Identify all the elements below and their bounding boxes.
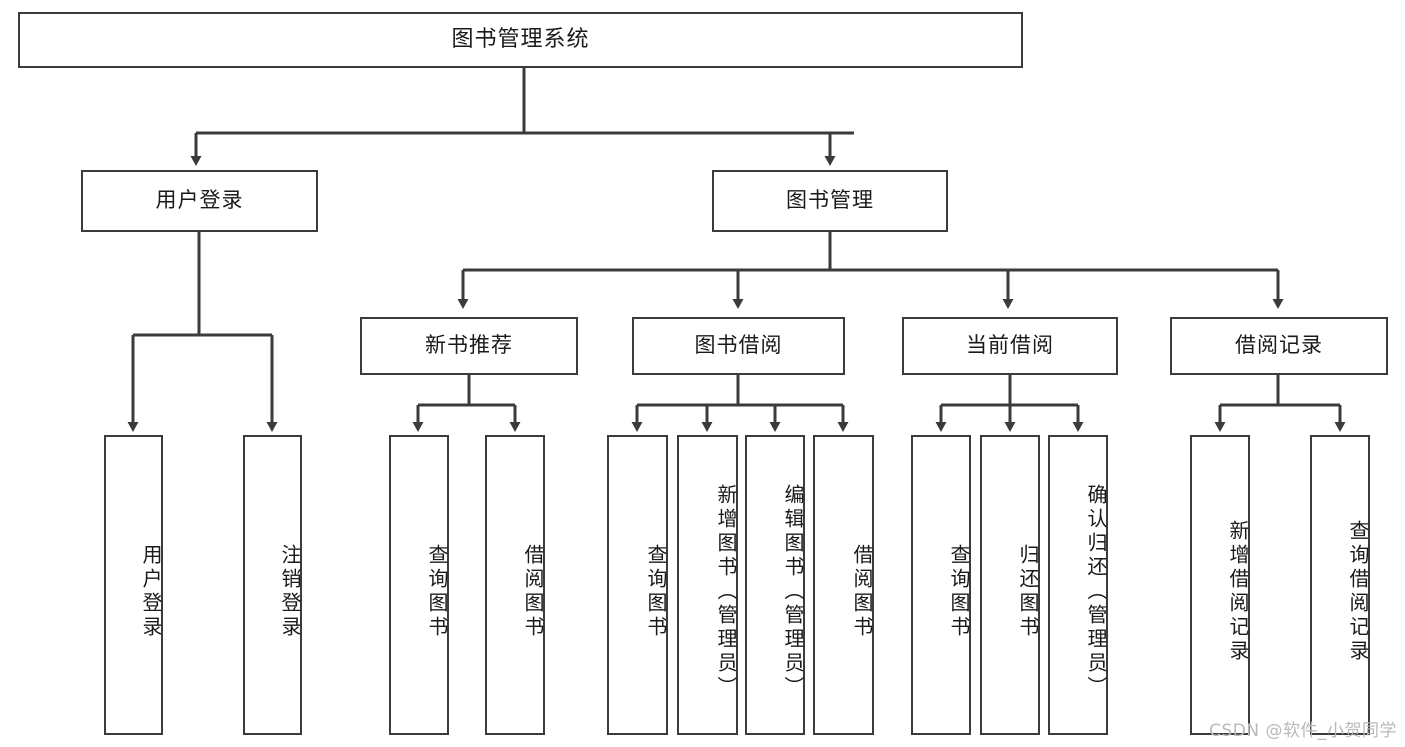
leaf-borrow-add-book[interactable]: 新增图书（管理员）	[677, 435, 738, 735]
leaf-record-add-record[interactable]: 新增借阅记录	[1190, 435, 1250, 735]
node-book-borrow-label: 图书借阅	[694, 333, 783, 358]
leaf-record-query-record[interactable]: 查询借阅记录	[1310, 435, 1370, 735]
leaf-recommend-query-book-label: 查询图书	[425, 544, 449, 640]
leaf-current-return-book[interactable]: 归还图书	[980, 435, 1040, 735]
leaf-record-query-record-label: 查询借阅记录	[1346, 520, 1370, 664]
node-new-book-recommend-label: 新书推荐	[425, 333, 513, 358]
node-user-login[interactable]: 用户登录	[81, 170, 318, 232]
csdn-watermark: CSDN @软件_小贺同学	[1209, 721, 1397, 741]
node-book-management-label: 图书管理	[786, 188, 874, 213]
leaf-current-return-book-label: 归还图书	[1016, 544, 1040, 640]
leaf-current-confirm-return[interactable]: 确认归还（管理员）	[1048, 435, 1108, 735]
node-borrow-record[interactable]: 借阅记录	[1170, 317, 1388, 375]
leaf-recommend-borrow-book[interactable]: 借阅图书	[485, 435, 545, 735]
leaf-recommend-query-book[interactable]: 查询图书	[389, 435, 449, 735]
leaf-current-query-book[interactable]: 查询图书	[911, 435, 971, 735]
leaf-borrow-add-book-label: 新增图书（管理员）	[714, 484, 738, 700]
leaf-logout[interactable]: 注销登录	[243, 435, 302, 735]
node-root-system[interactable]: 图书管理系统	[18, 12, 1023, 68]
node-user-login-label: 用户登录	[155, 188, 244, 213]
leaf-record-add-record-label: 新增借阅记录	[1226, 520, 1250, 664]
node-current-borrow-label: 当前借阅	[966, 333, 1054, 358]
leaf-user-login-label: 用户登录	[139, 544, 163, 640]
leaf-logout-label: 注销登录	[278, 544, 302, 640]
leaf-borrow-edit-book-label: 编辑图书（管理员）	[781, 484, 805, 700]
node-root-label: 图书管理系统	[451, 26, 590, 52]
leaf-borrow-query-book-label: 查询图书	[644, 544, 668, 640]
leaf-borrow-borrow-book[interactable]: 借阅图书	[813, 435, 874, 735]
node-borrow-record-label: 借阅记录	[1235, 333, 1323, 358]
leaf-borrow-edit-book[interactable]: 编辑图书（管理员）	[745, 435, 805, 735]
leaf-borrow-query-book[interactable]: 查询图书	[607, 435, 668, 735]
node-current-borrow[interactable]: 当前借阅	[902, 317, 1118, 375]
leaf-user-login[interactable]: 用户登录	[104, 435, 163, 735]
leaf-current-confirm-return-label: 确认归还（管理员）	[1084, 484, 1108, 700]
node-book-management[interactable]: 图书管理	[712, 170, 948, 232]
leaf-borrow-borrow-book-label: 借阅图书	[850, 544, 874, 640]
leaf-recommend-borrow-book-label: 借阅图书	[521, 544, 545, 640]
node-book-borrow[interactable]: 图书借阅	[632, 317, 845, 375]
node-new-book-recommend[interactable]: 新书推荐	[360, 317, 578, 375]
leaf-current-query-book-label: 查询图书	[947, 544, 971, 640]
